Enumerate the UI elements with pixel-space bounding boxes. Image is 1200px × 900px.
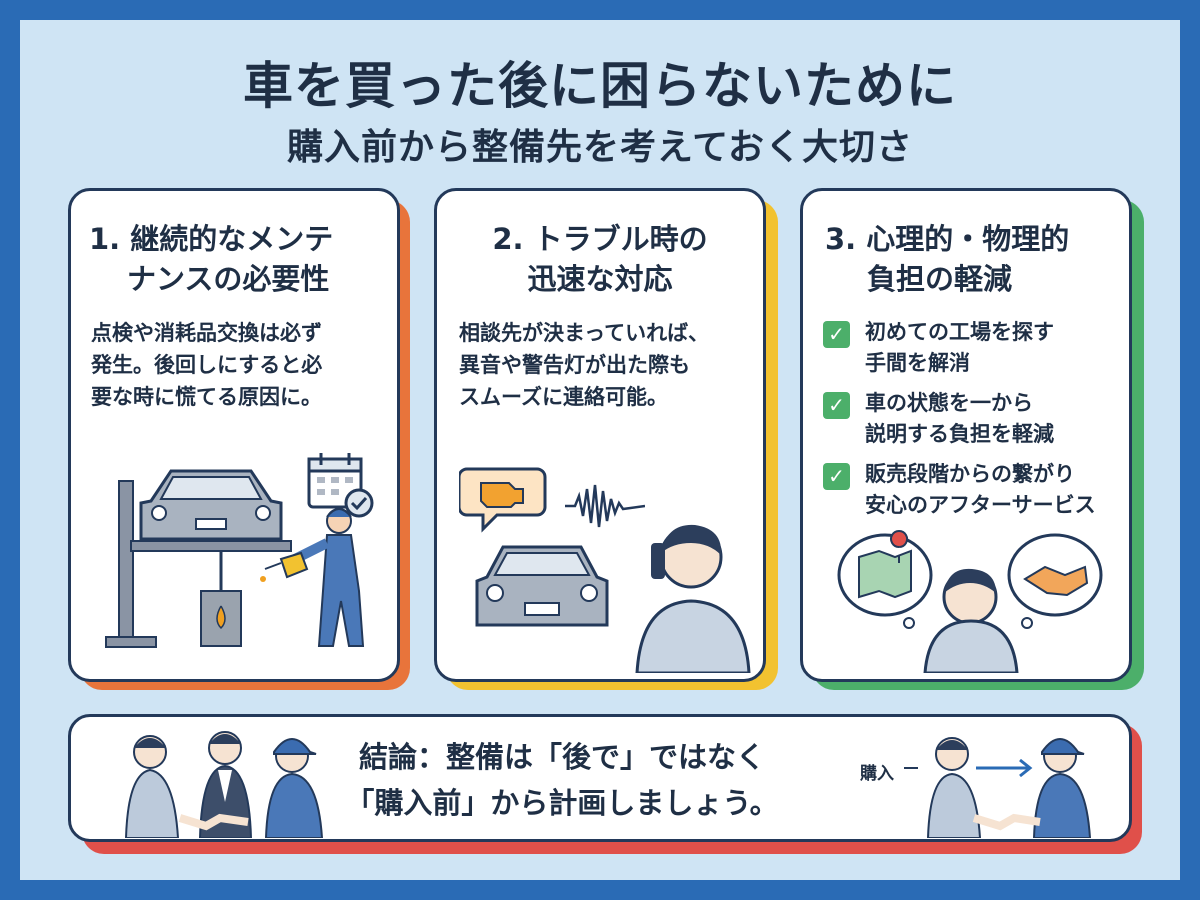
- card-2-body-line1: 相談先が決まっていれば、: [459, 321, 710, 345]
- card-2-body-line3: スムーズに連絡可能。: [459, 385, 668, 409]
- card-1-body: 点検や消耗品交換は必ず 発生。後回しにすると必 要な時に慌てる原因に。: [91, 317, 391, 413]
- card-2-title-line1: 2. トラブル時の: [492, 222, 708, 256]
- benefit-item-line2: 説明する負担を軽減: [865, 422, 1054, 446]
- calendar-check-icon: [307, 453, 374, 518]
- page-subtitle: 購入前から整備先を考えておく大切さ: [286, 127, 914, 168]
- check-icon: ✓: [823, 392, 850, 419]
- card-1-title-line1: 1. 継続的なメンテ: [89, 222, 334, 256]
- card-3-title: 3. 心理的・物理的 負担の軽減: [825, 219, 1125, 299]
- card-1-title: 1. 継続的なメンテ ナンスの必要性: [89, 219, 389, 299]
- benefit-item-line1: 販売段階からの繋がり: [865, 462, 1075, 486]
- car-front-illustration: [475, 545, 609, 627]
- purchase-label: 購入: [860, 764, 894, 784]
- card-1-body-line3: 要な時に慌てる原因に。: [91, 385, 322, 409]
- card-maintenance: 1. 継続的なメンテ ナンスの必要性 点検や消耗品交換は必ず 発生。後回しにする…: [68, 188, 400, 682]
- conclusion-line1: 結論：整備は「後で」ではなく: [358, 740, 765, 774]
- handshake-people-illustration: [124, 731, 324, 838]
- relieved-person-illustration: [837, 530, 1103, 673]
- benefit-item: ✓ 販売段階からの繋がり 安心のアフターサービス: [823, 459, 1133, 521]
- sound-wave-icon: [565, 484, 645, 528]
- benefit-item: ✓ 初めての工場を探す 手間を解消: [823, 317, 1133, 379]
- card-2-title-line2: 迅速な対応: [527, 262, 673, 296]
- page-title: 車を買った後に困らないために: [243, 57, 957, 115]
- handshake-icon: [1023, 565, 1089, 597]
- car-lift-illustration: [105, 469, 365, 648]
- card-burden-reduction: 3. 心理的・物理的 負担の軽減 ✓ 初めての工場を探す 手間を解消 ✓ 車の状…: [800, 188, 1132, 682]
- engine-warning-icon: [459, 467, 547, 533]
- card-1-body-line2: 発生。後回しにすると必: [91, 353, 323, 377]
- arrow-right-icon: [976, 758, 1033, 778]
- conclusion-text: 結論：整備は「後で」ではなく 「購入前」から計画しましょう。: [312, 734, 812, 826]
- benefit-item-line2: 手間を解消: [865, 351, 970, 375]
- card-1-title-line2: ナンスの必要性: [127, 262, 330, 296]
- card-1-body-line1: 点検や消耗品交換は必ず: [91, 321, 322, 345]
- benefit-item: ✓ 車の状態を一から 説明する負担を軽減: [823, 388, 1133, 450]
- benefit-checklist: ✓ 初めての工場を探す 手間を解消 ✓ 車の状態を一から 説明する負担を軽減 ✓…: [823, 317, 1133, 530]
- check-icon: ✓: [823, 321, 850, 348]
- card-2-title: 2. トラブル時の 迅速な対応: [437, 219, 763, 299]
- benefit-item-line1: 車の状態を一から: [865, 391, 1033, 415]
- card-2-body-line2: 異音や警告灯が出た際も: [459, 353, 690, 377]
- benefit-item-line1: 初めての工場を探す: [865, 320, 1054, 344]
- person-on-phone-illustration: [635, 524, 751, 673]
- card-3-title-line1: 3. 心理的・物理的: [825, 222, 1070, 256]
- purchase-to-mechanic-illustration: [904, 737, 1092, 838]
- check-icon: ✓: [823, 463, 850, 490]
- conclusion-line2: 「購入前」から計画しましょう。: [345, 786, 779, 820]
- benefit-item-line2: 安心のアフターサービス: [865, 493, 1096, 517]
- card-2-body: 相談先が決まっていれば、 異音や警告灯が出た際も スムーズに連絡可能。: [459, 317, 759, 413]
- card-3-title-line2: 負担の軽減: [867, 262, 1013, 296]
- card-trouble-response: 2. トラブル時の 迅速な対応 相談先が決まっていれば、 異音や警告灯が出た際も…: [434, 188, 766, 682]
